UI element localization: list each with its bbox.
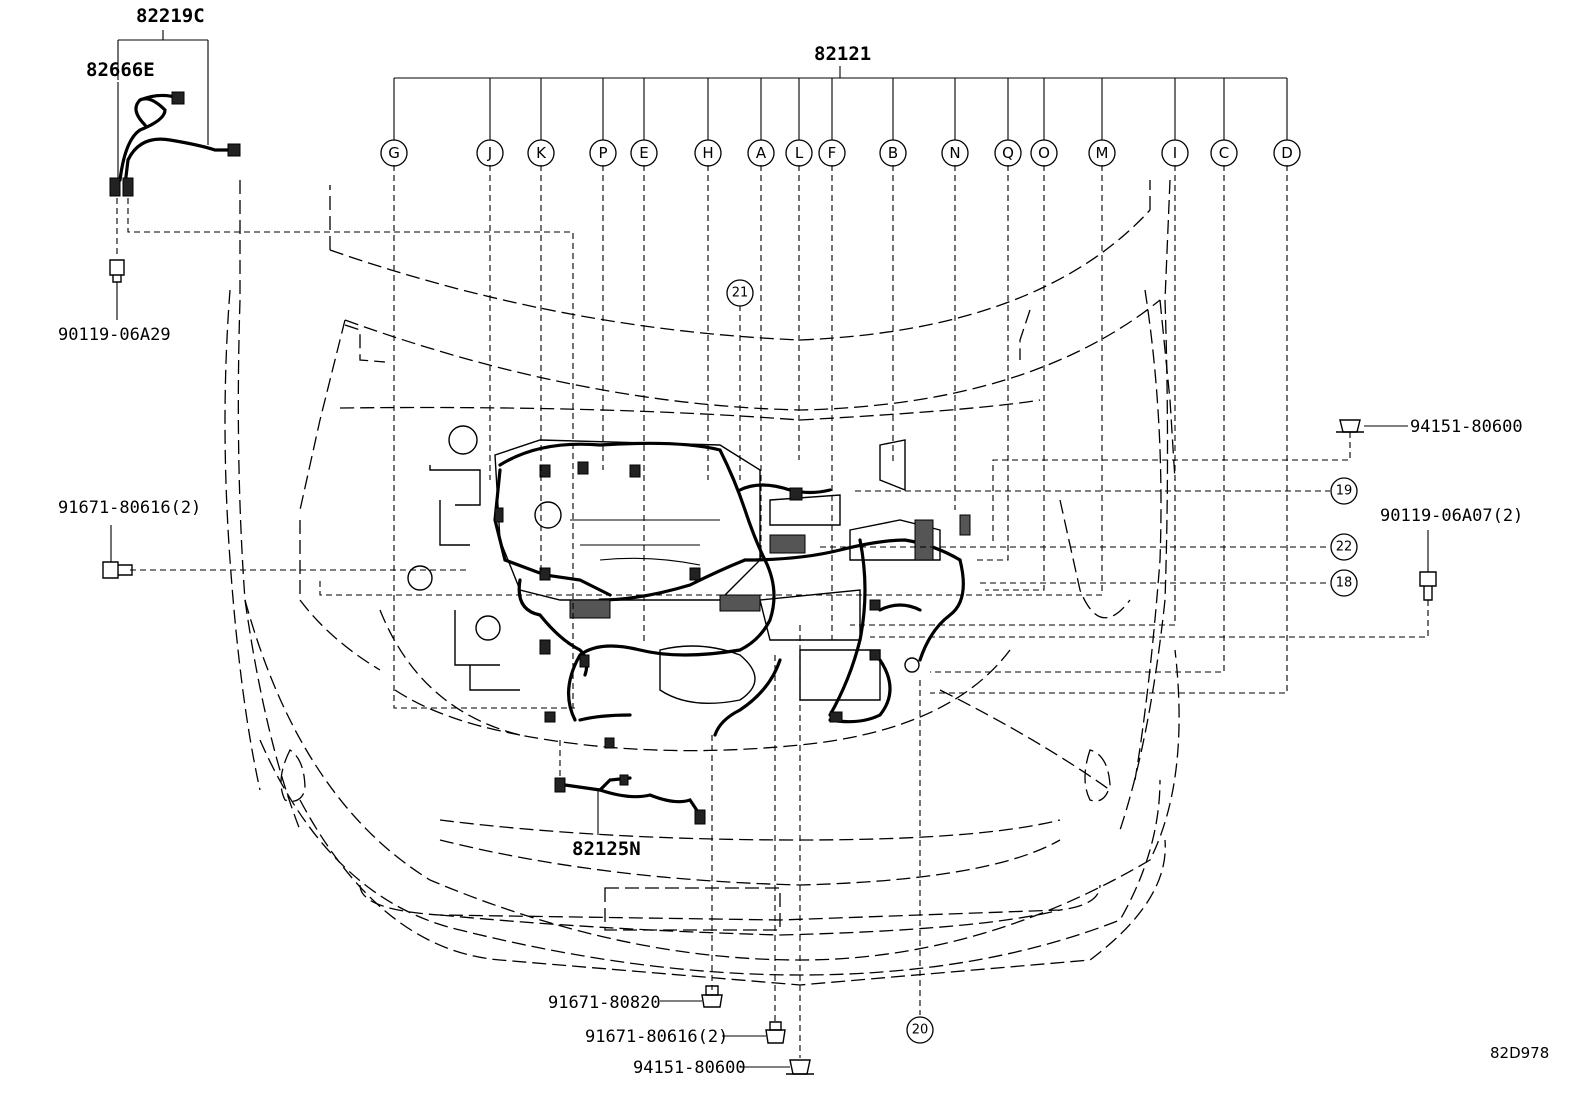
callout-n: N <box>949 144 960 162</box>
callout-i: I <box>1173 144 1177 162</box>
part-82125n-label: 82125N <box>572 838 641 860</box>
callout-19: 19 <box>1336 484 1353 499</box>
callout-h: H <box>702 144 713 162</box>
callout-j: J <box>487 144 492 162</box>
callout-l: L <box>795 144 804 162</box>
number-callouts: 19 22 18 21 20 <box>726 279 1358 1044</box>
callout-p: P <box>598 144 607 162</box>
bolt-icon <box>660 985 723 1008</box>
sub-harness-82125n <box>554 774 706 835</box>
part-82219c-label: 82219C <box>136 5 205 27</box>
callout-k: K <box>536 144 547 162</box>
callout-a: A <box>756 144 767 162</box>
part-labels: 82219C 82666E 82121 82125N 90119-06A29 9… <box>58 5 1549 1078</box>
callout-f: F <box>828 144 837 162</box>
sub-harness-82219c <box>109 30 241 197</box>
callout-m: M <box>1096 144 1109 162</box>
callout-20: 20 <box>912 1023 929 1038</box>
callout-g: G <box>388 144 400 162</box>
callout-d: D <box>1281 144 1293 162</box>
callout-o: O <box>1038 144 1050 162</box>
part-90119-06a29-label: 90119-06A29 <box>58 325 171 345</box>
part-91671-80616-left-label: 91671-80616(2) <box>58 498 201 518</box>
callout-18: 18 <box>1336 576 1353 591</box>
bracket-82121 <box>393 66 1288 140</box>
bolt-icon <box>102 525 133 579</box>
callout-21: 21 <box>732 286 749 301</box>
callout-b: B <box>888 144 898 162</box>
part-94151-80600-bottom-label: 94151-80600 <box>633 1058 746 1078</box>
diagram-code: 82D978 <box>1490 1044 1549 1062</box>
part-82121-label: 82121 <box>814 43 871 65</box>
callout-c: C <box>1219 144 1229 162</box>
nut-icon <box>1336 419 1408 433</box>
callout-e: E <box>639 144 648 162</box>
leader-lines <box>116 165 1429 1058</box>
part-91671-80616-bottom-label: 91671-80616(2) <box>585 1027 728 1047</box>
bolt-icon <box>1419 530 1437 601</box>
part-90119-06a07-label: 90119-06A07(2) <box>1380 506 1523 526</box>
nut-icon <box>740 1059 814 1075</box>
bolt-icon <box>109 259 125 320</box>
fasteners <box>102 259 1437 1075</box>
part-91671-80820-label: 91671-80820 <box>548 993 661 1013</box>
callout-22: 22 <box>1336 540 1353 555</box>
vehicle-outline <box>224 179 1180 986</box>
bolt-icon <box>722 1021 786 1044</box>
callout-q: Q <box>1002 144 1014 162</box>
part-94151-80600-right-label: 94151-80600 <box>1410 417 1523 437</box>
part-82666e-label: 82666E <box>86 59 155 81</box>
engine-bay-illustration <box>407 425 971 749</box>
